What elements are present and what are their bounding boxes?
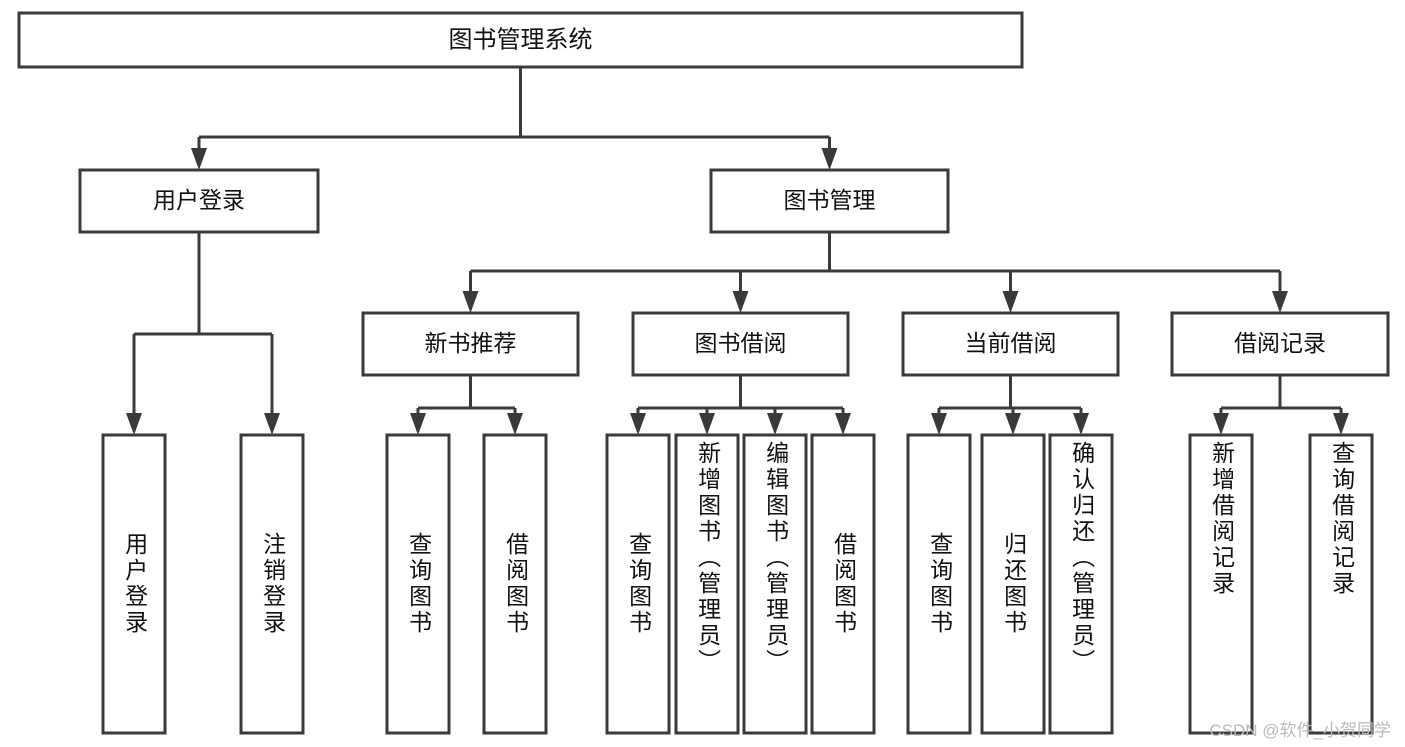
node-level3-2-label: 当前借阅 xyxy=(965,330,1057,356)
connectors-layer xyxy=(126,67,1349,435)
root-to-level2-1-arrowhead xyxy=(821,148,838,170)
node-leaf-0[interactable] xyxy=(101,433,167,735)
node-level3-0[interactable] xyxy=(361,311,580,377)
leaf-arrow-2-arrowhead xyxy=(410,413,426,435)
node-leaf-8[interactable] xyxy=(906,433,972,735)
node-leaf-6[interactable] xyxy=(742,433,808,735)
leaf-arrow-10-arrowhead xyxy=(1073,413,1089,435)
node-level3-1[interactable] xyxy=(631,311,850,377)
books-to-level3-1-arrowhead xyxy=(732,291,749,313)
leaf-arrow-7-arrowhead xyxy=(835,413,851,435)
leaf-arrow-11-arrowhead xyxy=(1213,413,1229,435)
node-leaf-2[interactable] xyxy=(385,433,451,735)
books-to-level3-3-arrowhead xyxy=(1272,291,1288,313)
node-leaf-7[interactable] xyxy=(810,433,876,735)
leaf-arrow-12-arrowhead xyxy=(1333,413,1349,435)
node-leaf-12[interactable] xyxy=(1308,433,1374,735)
node-level2-1-label: 图书管理 xyxy=(784,187,876,213)
node-level2-0-label: 用户登录 xyxy=(153,187,245,213)
node-leaf-1[interactable] xyxy=(239,433,305,735)
node-leaf-10[interactable] xyxy=(1048,433,1114,735)
leaf-arrow-0-arrowhead xyxy=(126,413,142,435)
node-level2-0[interactable] xyxy=(78,168,320,234)
node-level3-3[interactable] xyxy=(1170,311,1390,377)
leaf-arrow-9-arrowhead xyxy=(1005,413,1021,435)
node-level3-1-label: 图书借阅 xyxy=(695,330,787,356)
leaf-arrow-4-arrowhead xyxy=(630,413,646,435)
leaf-arrow-3-arrowhead xyxy=(507,413,523,435)
books-to-level3-0-arrowhead xyxy=(462,291,479,313)
leaf-arrow-6-arrowhead xyxy=(767,413,783,435)
node-leaf-9[interactable] xyxy=(980,433,1046,735)
leaf-arrow-8-arrowhead xyxy=(931,413,947,435)
leaf-arrow-1-arrowhead xyxy=(264,413,280,435)
node-level3-0-label: 新书推荐 xyxy=(425,330,517,356)
node-root[interactable] xyxy=(17,11,1024,69)
root-to-level2-0-arrowhead xyxy=(191,148,207,170)
node-level3-3-label: 借阅记录 xyxy=(1234,330,1326,356)
node-root-label: 图书管理系统 xyxy=(449,26,593,53)
books-to-level3-2-arrowhead xyxy=(1002,291,1019,313)
node-leaf-5[interactable] xyxy=(674,433,740,735)
boxes-layer xyxy=(17,11,1390,735)
node-leaf-4[interactable] xyxy=(605,433,671,735)
node-level2-1[interactable] xyxy=(709,168,950,234)
node-level3-2[interactable] xyxy=(901,311,1120,377)
node-leaf-11[interactable] xyxy=(1188,433,1254,735)
node-leaf-3[interactable] xyxy=(482,433,548,735)
leaf-arrow-5-arrowhead xyxy=(699,413,715,435)
